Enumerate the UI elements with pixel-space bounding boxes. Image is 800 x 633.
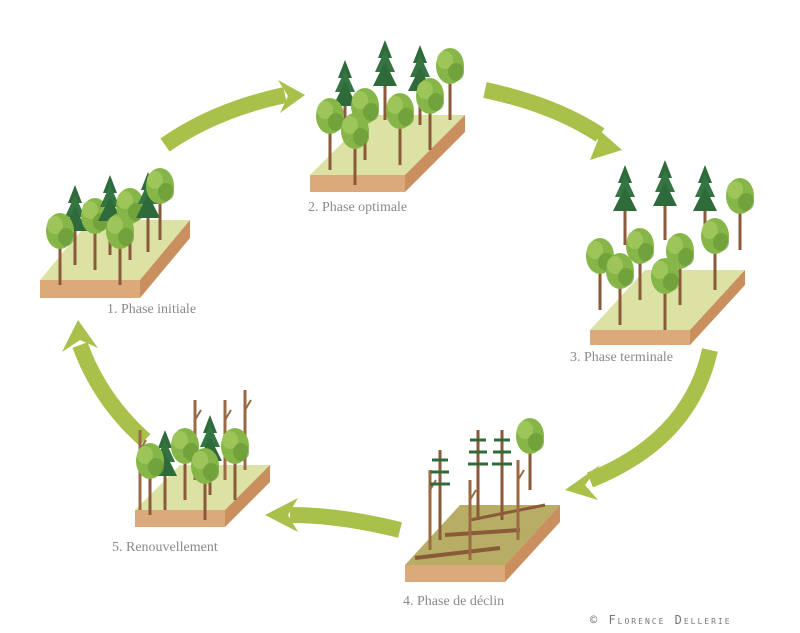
phase-1-label: 1. Phase initiale	[107, 302, 197, 317]
arrow-2-to-3	[483, 82, 622, 160]
phase-1-illustration	[40, 168, 190, 298]
arrow-4-to-5	[265, 498, 402, 538]
phase-4-label: 4. Phase de déclin	[403, 594, 505, 609]
arrow-1-to-2	[160, 80, 305, 152]
phase-3-label: 3. Phase terminale	[570, 350, 674, 365]
phase-2-illustration	[310, 40, 465, 192]
arrow-5-to-1	[62, 320, 151, 446]
phase-5-label: 5. Renouvellement	[112, 540, 218, 555]
phase-4-illustration	[405, 418, 560, 582]
arrow-3-to-4	[565, 348, 718, 500]
phase-3-illustration	[586, 160, 754, 345]
credit-text: © Florence Dellerie	[590, 613, 732, 627]
phase-2-label: 2. Phase optimale	[308, 200, 408, 215]
phase-5-illustration	[135, 389, 270, 527]
